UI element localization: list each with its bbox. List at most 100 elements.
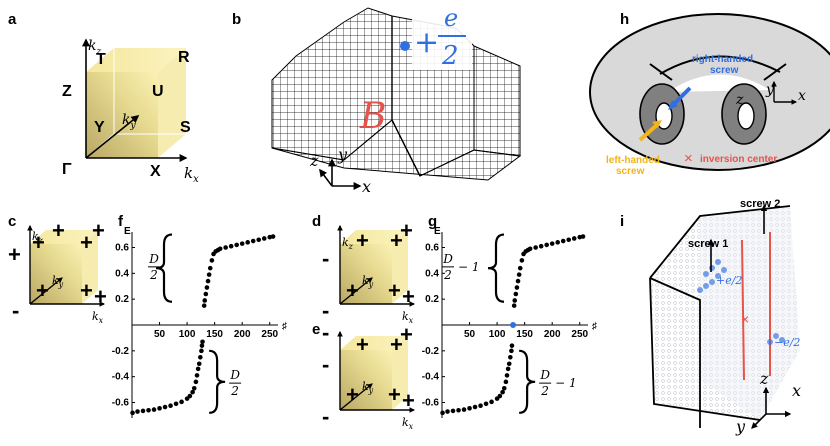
- svg-text:+: +: [36, 278, 49, 303]
- data-point: [256, 237, 262, 243]
- cube-d: kx kz ky + + + - + + + -: [322, 218, 416, 325]
- x-tick-label: 50: [464, 329, 476, 340]
- data-point: [196, 361, 202, 367]
- data-point: [179, 399, 184, 405]
- torus-outer: [589, 13, 830, 171]
- cube-front-face: [86, 72, 158, 158]
- y-axis-label: E: [434, 226, 441, 237]
- fraction-numerator: D: [442, 252, 453, 266]
- data-point: [223, 245, 228, 250]
- y-tick-label: 0.6: [115, 243, 129, 254]
- data-point: [207, 265, 213, 271]
- svg-text:+: +: [32, 230, 45, 255]
- svg-text:-: -: [322, 320, 329, 345]
- data-point: [140, 408, 146, 414]
- svg-text:+: +: [8, 242, 21, 267]
- data-point: [245, 240, 250, 245]
- data-point: [440, 410, 445, 416]
- y-tick-label: 0.4: [115, 268, 129, 279]
- fraction-numerator: D: [539, 368, 550, 382]
- axis-x-b: x: [362, 177, 371, 196]
- y-tick-label: 0.6: [425, 243, 439, 254]
- field-B-label: B: [359, 96, 386, 137]
- panel-label-f: f: [118, 213, 124, 230]
- svg-text:kz: kz: [342, 236, 354, 251]
- x-tick-label: 200: [544, 329, 561, 340]
- kz-label: kz: [88, 38, 101, 57]
- panel-label-d: d: [312, 213, 321, 230]
- cube-e: kx ky - + + + - + + + -: [322, 320, 416, 431]
- data-point: [228, 243, 234, 249]
- data-point: [193, 379, 199, 385]
- screw2-label: screw 2: [740, 198, 780, 210]
- data-point: [472, 404, 478, 410]
- axis-x-i: x: [792, 381, 801, 400]
- data-point: [190, 389, 195, 395]
- inversion-mark: ×: [684, 150, 693, 167]
- y-tick-label: -0.6: [422, 398, 440, 409]
- panel-label-a: a: [8, 11, 17, 28]
- data-point: [483, 401, 489, 407]
- lower-fraction: D2− 1: [539, 368, 577, 398]
- data-point: [506, 361, 512, 367]
- slab-i: × screw 1 screw 2 +e/2 −e/2 x z y: [649, 198, 801, 436]
- panel-label-b: b: [232, 11, 241, 28]
- svg-text:-: -: [322, 246, 329, 271]
- right-handed-label-1: right-handed: [692, 54, 753, 65]
- svg-text:+: +: [390, 332, 403, 357]
- data-point: [512, 298, 518, 303]
- data-point: [198, 354, 203, 360]
- data-point: [580, 234, 586, 239]
- left-handed-label-2: screw: [616, 166, 645, 177]
- axis-x-h: x: [798, 88, 806, 104]
- point-U: U: [152, 83, 164, 100]
- data-point: [205, 278, 211, 284]
- data-point: [456, 407, 461, 413]
- x-tick-label: 100: [489, 329, 506, 340]
- data-point: [204, 285, 210, 290]
- y-tick-label: -0.6: [112, 398, 130, 409]
- cube-top-face: [86, 48, 186, 72]
- x-axis-label: ♯: [282, 321, 287, 332]
- y-tick-label: 0.2: [115, 294, 129, 305]
- point-Gamma: Γ: [62, 161, 72, 178]
- y-tick-label: -0.2: [112, 346, 130, 357]
- data-point: [173, 401, 179, 407]
- upper-brace: [155, 233, 173, 303]
- data-point: [467, 406, 472, 411]
- torus-h: right-handed screw left-handed screw × i…: [589, 13, 830, 177]
- x-tick-label: 250: [571, 329, 588, 340]
- data-point: [162, 404, 168, 410]
- y-tick-label: 0.4: [425, 268, 439, 279]
- x-tick-label: 100: [179, 329, 196, 340]
- fraction-denominator: 2: [443, 268, 452, 282]
- y-tick-label: -0.4: [422, 372, 440, 383]
- lower-brace: [209, 349, 226, 414]
- point-X: X: [150, 163, 161, 180]
- data-point: [191, 385, 197, 391]
- highlight-point: [510, 322, 517, 328]
- data-point: [514, 285, 520, 290]
- svg-text:+: +: [94, 284, 107, 309]
- left-handed-arrow: [638, 122, 660, 142]
- svg-text:kx: kx: [402, 310, 414, 325]
- charge-dot: [400, 41, 410, 51]
- data-point: [194, 373, 200, 378]
- data-point: [511, 303, 517, 308]
- data-point: [515, 278, 521, 284]
- cube-a: T R Z U Y S Γ X kx kz ky: [62, 38, 199, 185]
- data-point: [533, 245, 538, 250]
- data-point: [234, 242, 239, 248]
- data-point: [538, 243, 544, 249]
- fraction-denominator: 2: [230, 384, 239, 398]
- data-point: [509, 343, 515, 348]
- svg-text:kx: kx: [92, 310, 104, 325]
- lower-fraction: D2: [229, 368, 242, 398]
- charge-numerator: e: [444, 4, 458, 32]
- data-point: [461, 407, 467, 412]
- left-handed-label-1: left-handed: [606, 155, 660, 166]
- point-R: R: [178, 49, 190, 66]
- data-point: [500, 389, 505, 395]
